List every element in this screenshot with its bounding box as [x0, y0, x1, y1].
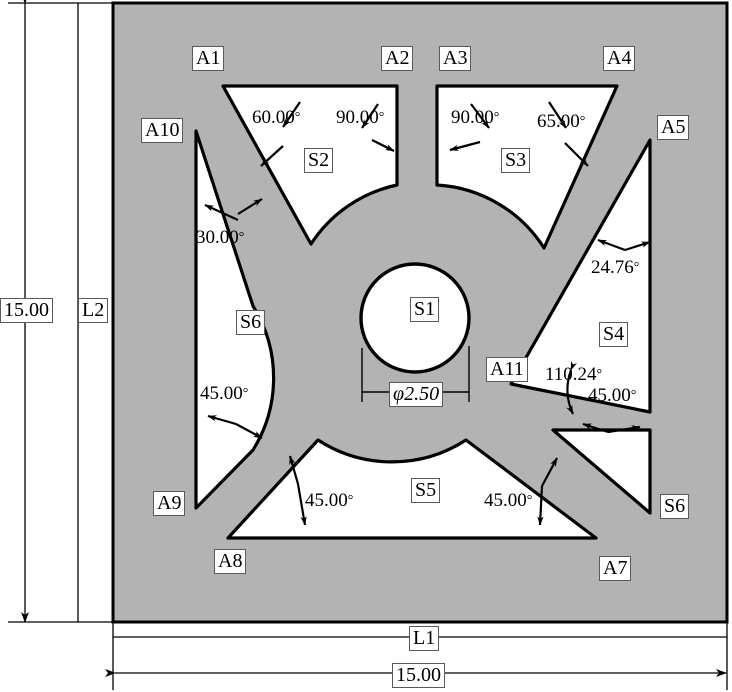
angle-90-right-value: 90.00	[451, 107, 494, 128]
angle-2476-value: 24.76	[591, 257, 634, 278]
angle-45-bottom-right: 45.00°	[484, 491, 532, 511]
width-dimension-value: 15.00	[392, 663, 445, 688]
angle-90-right: 90.00°	[451, 108, 499, 128]
height-dimension-value: 15.00	[0, 298, 53, 323]
height-dimension-label: L2	[78, 298, 109, 323]
face-label-s2: S2	[304, 148, 334, 173]
face-label-s4: S4	[599, 322, 629, 347]
angle-30-unit: °	[238, 230, 245, 245]
angle-60: 60.00°	[252, 108, 300, 128]
angle-30: 30.00°	[196, 228, 244, 248]
face-label-s6-right: S6	[660, 494, 690, 519]
angle-45-bottom-left-unit: °	[347, 493, 354, 508]
angle-45-right-unit: °	[630, 388, 637, 403]
face-label-s3: S3	[501, 148, 531, 173]
angle-2476: 24.76°	[591, 258, 639, 278]
angle-2476-unit: °	[633, 260, 640, 275]
angle-45-left: 45.00°	[200, 384, 248, 404]
angle-45-left-value: 45.00	[200, 383, 243, 404]
vertex-label-a4: A4	[603, 46, 636, 71]
face-label-s1: S1	[410, 297, 440, 322]
face-label-s6-left: S6	[236, 310, 266, 335]
vertex-label-a3: A3	[439, 46, 472, 71]
angle-leaders	[204, 101, 651, 526]
vertex-label-a1: A1	[192, 46, 225, 71]
angle-11024: 110.24°	[545, 365, 602, 385]
angle-60-unit: °	[294, 110, 301, 125]
angle-45-right-value: 45.00	[588, 385, 631, 406]
angle-65-value: 65.00	[537, 111, 580, 132]
angle-45-bottom-left-value: 45.00	[305, 490, 348, 511]
vertex-label-a5: A5	[657, 115, 690, 140]
angle-65-unit: °	[579, 114, 586, 129]
angle-45-right: 45.00°	[588, 386, 636, 406]
angle-45-bottom-right-value: 45.00	[484, 490, 527, 511]
angle-65: 65.00°	[537, 112, 585, 132]
angle-90-left-value: 90.00	[336, 107, 379, 128]
vertex-label-a11: A11	[486, 357, 528, 382]
vertex-label-a9: A9	[153, 491, 186, 516]
vertex-label-a2: A2	[381, 46, 414, 71]
angle-45-bottom-right-unit: °	[526, 493, 533, 508]
vertex-label-a7: A7	[599, 556, 632, 581]
width-dimension-label: L1	[409, 626, 440, 651]
angle-90-right-unit: °	[493, 110, 500, 125]
angle-90-left: 90.00°	[336, 108, 384, 128]
face-label-s5: S5	[411, 478, 441, 503]
angle-90-left-unit: °	[378, 110, 385, 125]
angle-30-value: 30.00	[196, 227, 239, 248]
hole-diameter-value: φ2.50	[389, 382, 444, 407]
angle-11024-value: 110.24	[545, 364, 597, 385]
angle-45-left-unit: °	[242, 386, 249, 401]
angle-60-value: 60.00	[252, 107, 295, 128]
vertex-label-a10: A10	[141, 118, 184, 143]
angle-45-bottom-left: 45.00°	[305, 491, 353, 511]
vertex-label-a8: A8	[214, 549, 247, 574]
angle-11024-unit: °	[596, 367, 603, 382]
